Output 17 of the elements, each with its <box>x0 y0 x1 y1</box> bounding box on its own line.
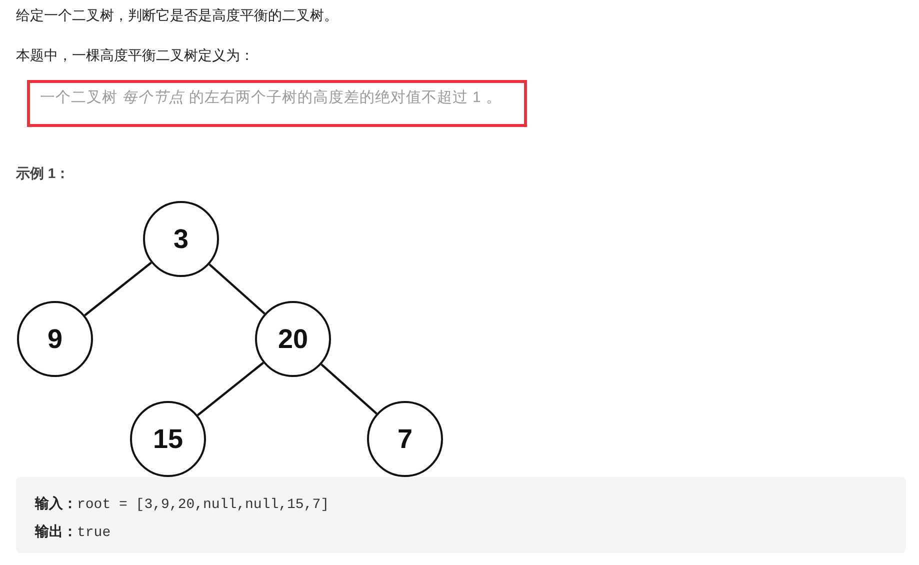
definition-intro-text: 本题中，一棵高度平衡二叉树定义为： <box>16 46 254 65</box>
code-line: 输出：true <box>35 522 111 543</box>
tree-edge <box>196 362 264 416</box>
node-value: 3 <box>173 224 189 254</box>
code-block <box>16 477 906 553</box>
node-value: 15 <box>152 424 184 454</box>
node-value: 7 <box>397 424 413 454</box>
intro-text: 给定一个二叉树，判断它是否是高度平衡的二叉树。 <box>16 6 338 25</box>
tree-edge <box>84 262 152 316</box>
example-heading: 示例 1： <box>16 164 70 183</box>
node-value: 9 <box>47 324 63 354</box>
code-line: 输入：root = [3,9,20,null,null,15,7] <box>35 494 330 515</box>
highlight-box <box>27 80 527 127</box>
definition-text: 一个二叉树 每个节点 的左右两个子树的高度差的绝对值不超过 1 。 <box>40 88 502 108</box>
tree-edge <box>320 363 378 415</box>
tree-edge <box>208 263 266 315</box>
node-value: 20 <box>278 324 308 354</box>
